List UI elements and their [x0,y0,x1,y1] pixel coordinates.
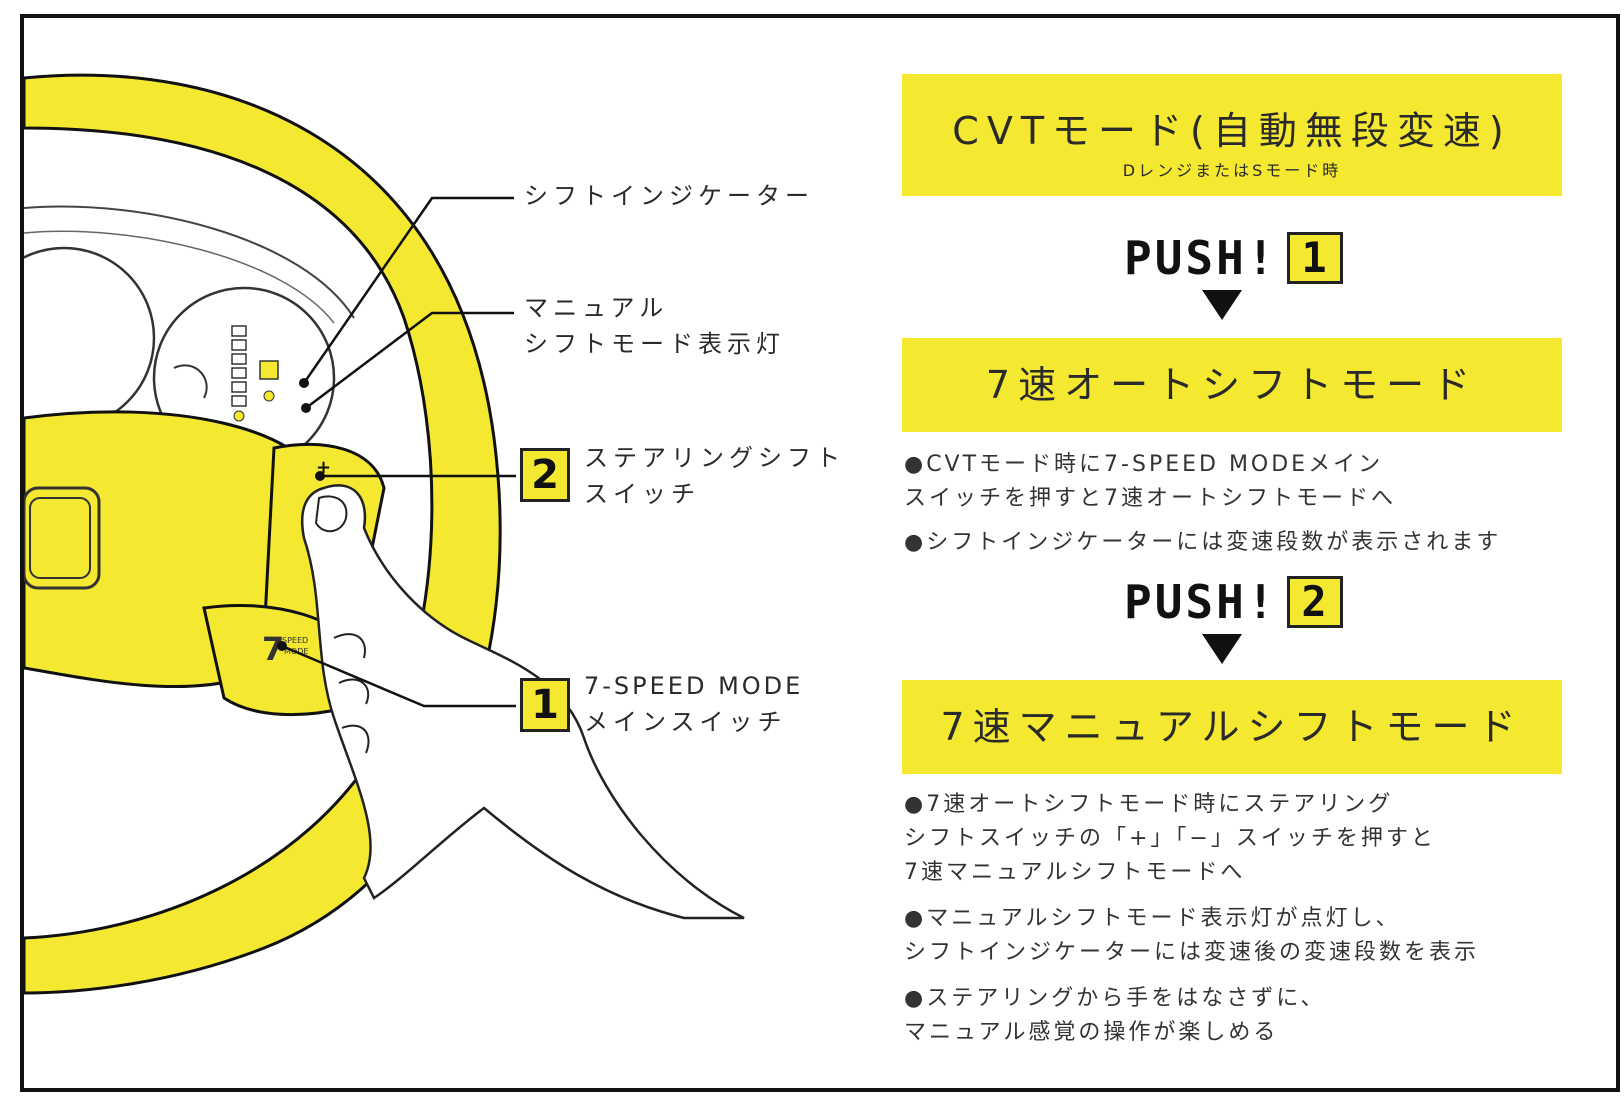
speed-mode-button-text1: SPEED [282,636,308,645]
callout-main-switch-line1: 7-SPEED MODE [584,672,804,700]
cvt-mode-box: CVTモード(自動無段変速) DレンジまたはSモード時 [902,74,1562,196]
push-step-2: PUSH!2 [1124,574,1344,632]
shift-indicator-cell [231,325,247,337]
auto-bullet-1: ●CVTモード時に7-SPEED MODEメイン スイッチを押すと7速オートシフ… [904,452,1396,511]
leader-shift-indicator [302,196,514,384]
callout-manual-lamp: マニュアル シフトモード表示灯 [524,290,785,362]
arrow-down-icon [1202,290,1242,320]
diagram-frame: + 7 SPEED MODE シフトインジケーター マニュアル シフトモード表示… [20,14,1620,1092]
push-2-label: PUSH! [1124,575,1278,629]
speed-mode-button-digit: 7 [262,630,284,668]
callout-shift-indicator: シフトインジケーター [524,182,814,210]
dashboard-arc [24,205,355,319]
callout-steering-switch: ステアリングシフト スイッチ [584,440,845,512]
arrow-down-icon [1202,634,1242,664]
push-1-label: PUSH! [1124,231,1278,285]
auto-bullet-2: ●シフトインジケーターには変速段数が表示されます [904,530,1502,555]
leader-manual-lamp [305,311,514,409]
manual-bullet-1: ●7速オートシフトモード時にステアリング シフトスイッチの「+」「−」スイッチを… [904,792,1436,885]
cvt-mode-title: CVTモード(自動無段変速) [952,109,1512,153]
auto-shift-mode-title: 7速オートシフトモード [985,363,1479,407]
callout-steering-switch-line1: ステアリングシフト [584,444,845,472]
manual-bullet-3: ●ステアリングから手をはなさずに、 マニュアル感覚の操作が楽しめる [904,986,1326,1045]
push-1-number: 1 [1287,231,1344,284]
manual-lamp [263,390,275,402]
callout-manual-lamp-line1: マニュアル [524,294,669,322]
callout-steering-switch-line2: スイッチ [584,480,700,508]
manual-shift-mode-box: 7速マニュアルシフトモード [902,680,1562,774]
auto-shift-mode-box: 7速オートシフトモード [902,338,1562,432]
leader-main-switch [281,644,516,708]
number-badge-1: 1 [520,678,570,732]
callout-main-switch: 7-SPEED MODE メインスイッチ [584,668,803,740]
manual-bullet-2: ●マニュアルシフトモード表示灯が点灯し、 シフトインジケーターには変速後の変速段… [904,906,1480,965]
callout-manual-lamp-line2: シフトモード表示灯 [524,330,785,358]
left-gauge [24,246,156,430]
number-badge-2: 2 [520,448,570,502]
push-step-1: PUSH!1 [1124,230,1344,288]
callout-main-switch-line2: メインスイッチ [584,708,787,736]
push-2-number: 2 [1287,575,1344,628]
emblem [24,486,101,590]
manual-shift-mode-title: 7速マニュアルシフトモード [940,705,1524,749]
cvt-mode-subtitle: DレンジまたはSモード時 [1122,161,1342,180]
gear-display [259,360,279,380]
